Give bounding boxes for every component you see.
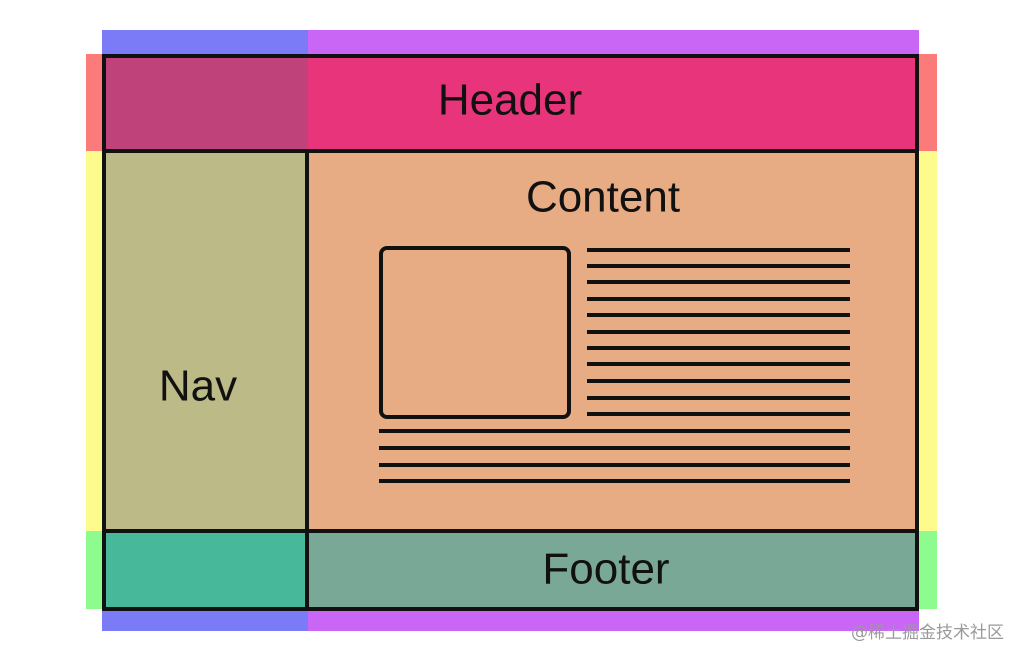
image-placeholder-icon bbox=[379, 246, 571, 419]
top-band-left bbox=[102, 30, 308, 54]
right-band-middle bbox=[917, 151, 937, 531]
header-label: Header bbox=[438, 76, 582, 125]
footer-region bbox=[308, 531, 917, 609]
left-band-header bbox=[86, 54, 104, 151]
region-outlines bbox=[102, 54, 919, 611]
footer-region-left bbox=[104, 531, 308, 609]
header-region bbox=[308, 56, 917, 151]
right-band-footer bbox=[917, 531, 937, 609]
left-band-footer bbox=[86, 531, 104, 609]
right-band-header bbox=[917, 54, 937, 151]
bottom-band-right bbox=[308, 609, 919, 631]
header-region-left bbox=[104, 56, 308, 151]
nav-label: Nav bbox=[159, 362, 237, 411]
nav-region bbox=[104, 151, 308, 531]
content-region bbox=[308, 151, 917, 531]
bottom-band-left bbox=[102, 609, 308, 631]
top-band-right bbox=[308, 30, 919, 54]
watermark: @稀土掘金技术社区 bbox=[851, 623, 1004, 643]
left-band-middle bbox=[86, 151, 104, 531]
text-lines-icon bbox=[379, 248, 850, 483]
footer-label: Footer bbox=[542, 545, 669, 594]
content-label: Content bbox=[526, 173, 680, 222]
